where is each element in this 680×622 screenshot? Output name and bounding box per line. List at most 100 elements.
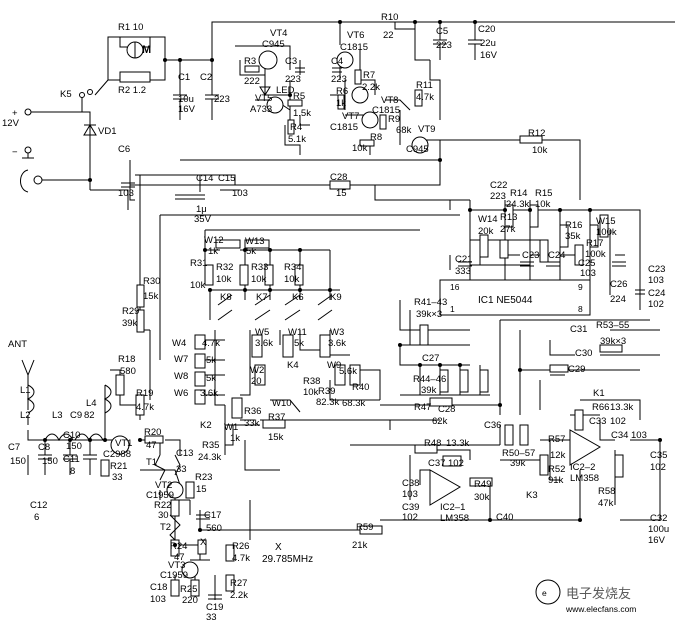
label-vt3-type: C1959 bbox=[160, 570, 188, 581]
label-c37: C37 bbox=[428, 458, 445, 469]
label-c25-value: 103 bbox=[580, 268, 596, 279]
label-c13-value: 33 bbox=[176, 464, 187, 475]
label-r37: R37 bbox=[268, 412, 285, 423]
label-r10-value: 22 bbox=[383, 30, 394, 41]
label-r36: R36 bbox=[244, 406, 261, 417]
label-r58-value: 47k bbox=[598, 498, 614, 509]
label-c19-value: 33 bbox=[206, 612, 217, 622]
label-c1: C1 bbox=[178, 72, 190, 83]
label-r19-value: 4.7k bbox=[136, 402, 154, 413]
label-w9-value: 5.6k bbox=[339, 366, 357, 377]
label-r5-value: 1.5k bbox=[293, 108, 311, 119]
label-r17: R17 bbox=[586, 238, 603, 249]
label-c32-voltage: 16V bbox=[648, 535, 666, 546]
label-r6-value: 1k bbox=[336, 98, 346, 109]
label-r5: R5 bbox=[293, 91, 305, 102]
label-r39: R39 bbox=[318, 386, 335, 397]
label-crystal-frequency: 29.785MHz bbox=[262, 554, 313, 565]
label-w1: W1 bbox=[224, 422, 238, 433]
label-r34-value: 10k bbox=[284, 274, 300, 285]
label-k1: K1 bbox=[593, 388, 605, 399]
label-vt7-type: C1815 bbox=[330, 122, 358, 133]
label-r29-value: 39k bbox=[122, 318, 138, 329]
label-t2: T2 bbox=[160, 522, 171, 533]
label-c9: C9 bbox=[70, 410, 82, 421]
label-r18: R18 bbox=[118, 354, 135, 365]
label-t1: T1 bbox=[146, 457, 157, 468]
label-r23-value: 15 bbox=[196, 484, 207, 495]
label-r8: R8 bbox=[370, 132, 382, 143]
label-r52-value: 91k bbox=[548, 475, 564, 486]
label-r26-value: 4.7k bbox=[232, 553, 250, 564]
label-r59: R59 bbox=[356, 522, 373, 533]
label-c36: C36 bbox=[484, 420, 501, 431]
label-vt5: VT5 bbox=[255, 93, 272, 104]
label-w5: W5 bbox=[255, 327, 269, 338]
label-r7-value: 2.2k bbox=[362, 82, 380, 93]
label-r41-43: R41–43 bbox=[414, 297, 447, 308]
label-c39-value: 102 bbox=[402, 512, 418, 523]
label-r47: R47 bbox=[414, 402, 431, 413]
label-r17-value: 100k bbox=[585, 249, 606, 260]
label-vt9: VT9 bbox=[418, 124, 435, 135]
label-r9: R9 bbox=[388, 114, 400, 125]
label-w4-value: 4.7k bbox=[202, 338, 220, 349]
label-c2-value: 223 bbox=[214, 94, 230, 105]
label-c23-right-value: 103 bbox=[648, 275, 664, 286]
label-r12: R12 bbox=[528, 128, 545, 139]
label-r22-value: 30 bbox=[158, 510, 169, 521]
label-c1-voltage: 16V bbox=[178, 104, 196, 115]
label-k8: K8 bbox=[220, 292, 232, 303]
label-c28-value: 15 bbox=[336, 188, 347, 199]
label-r8-value: 10k bbox=[352, 143, 368, 154]
label-r4: R4 bbox=[290, 122, 302, 133]
label-r15: R15 bbox=[535, 188, 552, 199]
label-r22: R22 bbox=[154, 500, 171, 511]
label-r24-value: 47 bbox=[174, 552, 185, 563]
label-r50-57-value: 39k bbox=[510, 458, 526, 469]
label-r44-46-value: 39k bbox=[421, 385, 437, 396]
label-c24: C24 bbox=[548, 250, 565, 261]
label-c34: C34 bbox=[611, 430, 628, 441]
label-r3: R3 bbox=[244, 56, 256, 67]
label-c33: C33 bbox=[589, 416, 606, 427]
label-c5: C5 bbox=[436, 26, 448, 37]
label-r29: R29 bbox=[122, 306, 139, 317]
label-r2: R2 1.2 bbox=[118, 85, 146, 96]
label-vt5-type: A733 bbox=[250, 104, 272, 115]
label-l3: L3 bbox=[52, 410, 63, 421]
label-w6-value: 3.6k bbox=[200, 388, 218, 399]
label-r34: R34 bbox=[284, 262, 301, 273]
label-w7: W7 bbox=[174, 354, 188, 365]
label-w6: W6 bbox=[174, 388, 188, 399]
label-r7: R7 bbox=[363, 70, 375, 81]
label-r33-value: 10k bbox=[251, 274, 267, 285]
watermark-url: www.elecfans.com bbox=[565, 604, 636, 614]
label-w2: W2 bbox=[250, 365, 264, 376]
ic1-pin16: 16 bbox=[450, 282, 460, 292]
label-w11-value: 5k bbox=[294, 338, 304, 349]
label-c29: C29 bbox=[568, 364, 585, 375]
label-c3-value: 223 bbox=[285, 74, 301, 85]
label-r9-value: 68k bbox=[396, 125, 412, 136]
label-vt1-type: C2988 bbox=[103, 449, 131, 460]
watermark: e 电子发烧友 www.elecfans.com bbox=[535, 579, 636, 614]
label-c8-value: 150 bbox=[42, 456, 58, 467]
label-k3: K3 bbox=[526, 490, 538, 501]
label-c4: C4 bbox=[331, 56, 343, 67]
label-m: M bbox=[142, 44, 151, 56]
label-r21: R21 bbox=[110, 461, 127, 472]
label-r44-46: R44–46 bbox=[413, 374, 446, 385]
label-r13: R13 bbox=[500, 212, 517, 223]
watermark-title: 电子发烧友 bbox=[566, 586, 631, 601]
label-k6: K6 bbox=[292, 292, 304, 303]
label-k4: K4 bbox=[287, 360, 299, 371]
component-labels: R1 10 M R2 1.2 K5 12V + − VD1 C6 103 VT4… bbox=[2, 12, 669, 622]
label-r26: R26 bbox=[232, 541, 249, 552]
label-l4: L4 bbox=[86, 398, 97, 409]
label-r25-value: 220 bbox=[182, 595, 198, 606]
label-c20-value: 22u bbox=[480, 38, 496, 49]
ic1-pin1: 1 bbox=[450, 304, 455, 314]
label-r23: R23 bbox=[195, 472, 212, 483]
label-c25: C25 bbox=[578, 258, 595, 269]
